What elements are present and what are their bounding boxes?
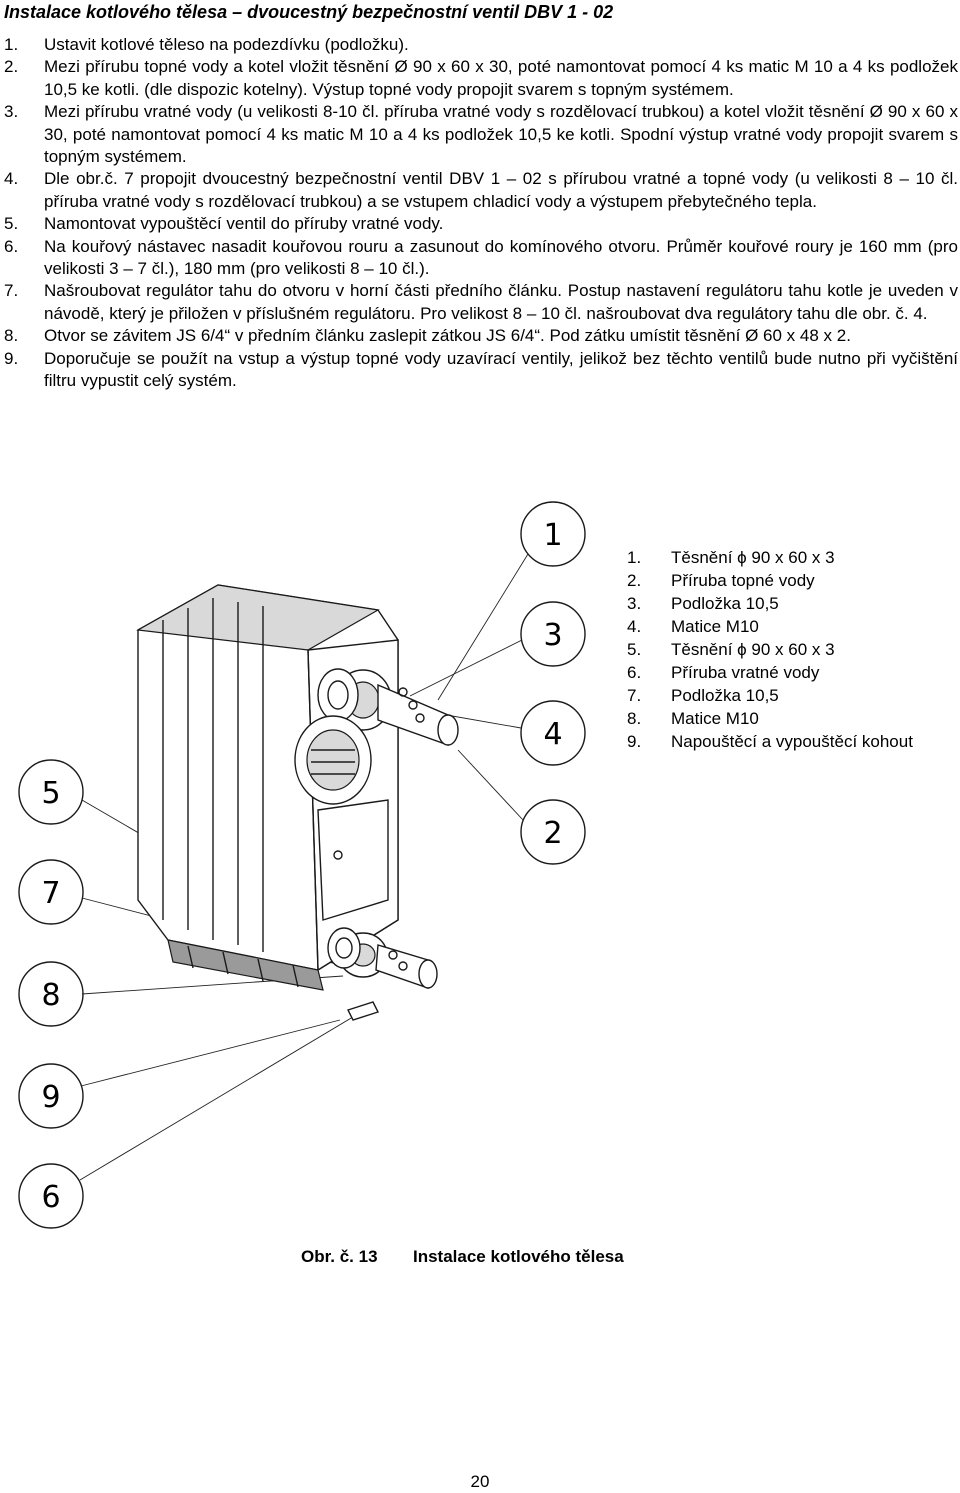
callout-1: 1	[437, 501, 586, 701]
figure-caption-text: Instalace kotlového tělesa	[413, 1247, 624, 1266]
installation-steps: 1. Ustavit kotlové těleso na podezdívku (…	[4, 34, 958, 393]
legend-item: 1. Těsnění ϕ 90 x 60 x 3	[627, 546, 913, 569]
step-item: 2. Mezi přírubu topné vody a kotel vložit…	[4, 56, 958, 101]
legend-number: 8.	[627, 709, 642, 728]
legend-number: 5.	[627, 640, 642, 659]
callout-label: 3	[543, 618, 562, 653]
page-number: 20	[470, 1472, 490, 1491]
legend-text: Příruba topné vody	[671, 571, 815, 590]
legend-item: 5. Těsnění ϕ 90 x 60 x 3	[627, 638, 913, 661]
boiler-body	[136, 584, 459, 1021]
legend-text: Matice M10	[671, 709, 759, 728]
step-number: 1.	[4, 35, 19, 54]
step-number: 9.	[4, 348, 19, 368]
step-item: 7. Našroubovat regulátor tahu do otvoru v…	[4, 280, 958, 325]
figure-legend: 1. Těsnění ϕ 90 x 60 x 3 2. Příruba topné …	[627, 546, 913, 753]
callout-6: 6	[18, 1004, 374, 1229]
callout-label: 7	[41, 876, 60, 911]
callout-label: 2	[543, 816, 562, 851]
step-text: Namontovat vypouštěcí ventil do příruby …	[44, 214, 444, 234]
legend-number: 1.	[627, 548, 642, 567]
callout-label: 5	[41, 776, 60, 811]
legend-item: 4. Matice M10	[627, 615, 913, 638]
legend-text: Napouštěcí a vypouštěcí kohout	[671, 732, 913, 751]
step-text: Otvor se závitem JS 6/4“ v předním článk…	[44, 326, 851, 346]
callout-label: 6	[41, 1180, 60, 1215]
step-item: 5. Namontovat vypouštěcí ventil do přírub…	[4, 213, 958, 235]
callout-9: 9	[18, 1019, 341, 1129]
legend-item: 8. Matice M10	[627, 707, 913, 730]
legend-text: Těsnění ϕ 90 x 60 x 3	[671, 548, 835, 567]
step-item: 4. Dle obr.č. 7 propojit dvoucestný bezpe…	[4, 168, 958, 213]
step-number: 5.	[4, 214, 19, 234]
legend-item: 2. Příruba topné vody	[627, 569, 913, 592]
step-item: 1. Ustavit kotlové těleso na podezdívku (…	[4, 34, 958, 56]
step-text: Mezi přírubu topné vody a kotel vložit t…	[44, 57, 958, 99]
section-title: Instalace kotlového tělesa – dvoucestný …	[4, 2, 614, 22]
legend-text: Matice M10	[671, 617, 759, 636]
legend-item: 7. Podložka 10,5	[627, 684, 913, 707]
step-item: 3. Mezi přírubu vratné vody (u velikosti …	[4, 101, 958, 168]
legend-text: Podložka 10,5	[671, 686, 779, 705]
legend-text: Příruba vratné vody	[671, 663, 820, 682]
step-number: 2.	[4, 57, 19, 77]
step-number: 3.	[4, 102, 19, 122]
legend-item: 3. Podložka 10,5	[627, 592, 913, 615]
boiler-assembly-drawing: 1 3 4 2 5 7 8	[18, 501, 586, 1229]
callout-label: 8	[41, 978, 60, 1013]
legend-number: 3.	[627, 594, 642, 613]
legend-number: 9.	[627, 732, 642, 751]
callout-3: 3	[409, 601, 586, 697]
legend-item: 9. Napouštěcí a vypouštěcí kohout	[627, 730, 913, 753]
legend-number: 6.	[627, 663, 642, 682]
step-number: 8.	[4, 326, 19, 346]
step-text: Ustavit kotlové těleso na podezdívku (po…	[44, 35, 409, 54]
callout-label: 4	[543, 717, 562, 752]
step-item: 8. Otvor se závitem JS 6/4“ v předním člá…	[4, 325, 958, 347]
step-number: 7.	[4, 281, 19, 301]
step-number: 6.	[4, 236, 19, 256]
step-item: 6. Na kouřový nástavec nasadit kouřovou r…	[4, 236, 958, 281]
step-item: 9. Doporučuje se použít na vstup a výstup…	[4, 348, 958, 393]
legend-item: 6. Příruba vratné vody	[627, 661, 913, 684]
step-text: Dle obr.č. 7 propojit dvoucestný bezpečn…	[44, 169, 958, 211]
figure-caption: Obr. č. 13 Instalace kotlového tělesa	[301, 1246, 624, 1268]
legend-text: Podložka 10,5	[671, 594, 779, 613]
legend-number: 2.	[627, 571, 642, 590]
step-text: Našroubovat regulátor tahu do otvoru v h…	[44, 281, 958, 323]
step-text: Doporučuje se použít na vstup a výstup t…	[44, 348, 958, 391]
step-number: 4.	[4, 169, 19, 189]
legend-number: 7.	[627, 686, 642, 705]
legend-text: Těsnění ϕ 90 x 60 x 3	[671, 640, 835, 659]
callout-label: 9	[41, 1080, 60, 1115]
legend-number: 4.	[627, 617, 642, 636]
callout-label: 1	[543, 518, 562, 553]
figure-number: Obr. č. 13	[301, 1247, 378, 1266]
step-text: Mezi přírubu vratné vody (u velikosti 8-…	[44, 102, 958, 167]
step-text: Na kouřový nástavec nasadit kouřovou rou…	[44, 236, 958, 279]
callout-2: 2	[457, 749, 586, 865]
